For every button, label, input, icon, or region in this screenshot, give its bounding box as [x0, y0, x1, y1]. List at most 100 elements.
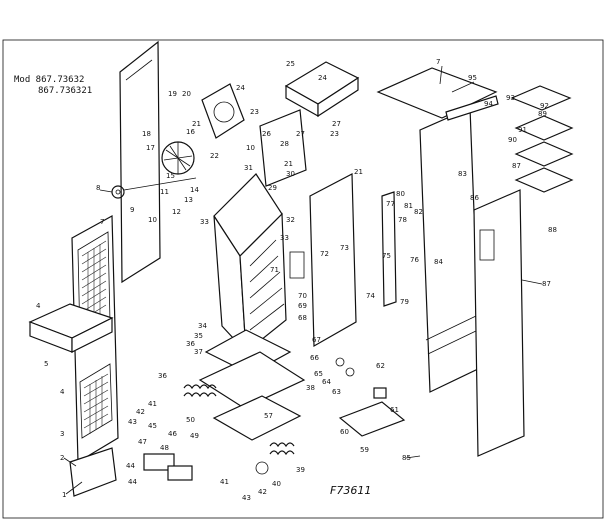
- callout: 2: [60, 454, 64, 462]
- callout: 42: [258, 488, 267, 496]
- callout: 36: [158, 372, 167, 380]
- callout: 21: [284, 160, 293, 168]
- callout: 40: [272, 480, 281, 488]
- callout: 93: [506, 94, 515, 102]
- igniter-assembly: [335, 357, 387, 399]
- callout: 17: [146, 144, 155, 152]
- burner-coil-right: [269, 442, 295, 456]
- callout: 88: [548, 226, 557, 234]
- callout: 20: [182, 90, 191, 98]
- callout: 26: [262, 130, 271, 138]
- callout: 41: [148, 400, 157, 408]
- callout: 41: [220, 478, 229, 486]
- callout: 45: [148, 422, 157, 430]
- left-side-panel: [119, 40, 161, 284]
- vent-strip: [445, 95, 499, 121]
- callout: 79: [400, 298, 409, 306]
- callout: 77: [386, 200, 395, 208]
- callout: 86: [470, 194, 479, 202]
- callout: 74: [366, 292, 375, 300]
- callout: 24: [318, 74, 327, 82]
- callout: 95: [468, 74, 477, 82]
- callout: 10: [148, 216, 157, 224]
- callout: 46: [168, 430, 177, 438]
- callout: 87: [512, 162, 521, 170]
- callout: 69: [298, 302, 307, 310]
- rear-center-panel: [289, 173, 357, 348]
- callout: 90: [508, 136, 517, 144]
- callout: 67: [312, 336, 321, 344]
- burner-coil-left: [183, 384, 217, 398]
- callout: 33: [280, 234, 289, 242]
- callout: 18: [142, 130, 151, 138]
- callout: 4: [36, 302, 41, 310]
- callout: 87: [542, 280, 551, 288]
- thin-divider-strip: [381, 191, 397, 307]
- callout: 43: [242, 494, 251, 502]
- callout: 3: [60, 430, 64, 438]
- callout: 75: [382, 252, 391, 260]
- callout: 66: [310, 354, 319, 362]
- callout: 76: [410, 256, 419, 264]
- leader-lines: [63, 65, 543, 495]
- callout: 30: [286, 170, 295, 178]
- callout: 10: [246, 144, 255, 152]
- callout: 65: [314, 370, 323, 378]
- callout: 94: [484, 100, 493, 108]
- callout: 62: [376, 362, 385, 370]
- callout: 57: [264, 412, 273, 420]
- callout: 34: [198, 322, 207, 330]
- callout: 84: [434, 258, 443, 266]
- callout: 25: [286, 60, 295, 68]
- callout: 44: [126, 462, 135, 470]
- callout: 5: [44, 360, 48, 368]
- model-number-line-2: 867.736321: [38, 86, 92, 96]
- callout: 24: [236, 84, 245, 92]
- callout: 1: [62, 491, 66, 499]
- burner-tray: [198, 351, 306, 441]
- callout: 4: [60, 388, 65, 396]
- upper-grille-mesh: [81, 240, 107, 334]
- callout: 42: [136, 408, 145, 416]
- callout: 13: [184, 196, 193, 204]
- callout: 19: [168, 90, 177, 98]
- lower-grille-mesh: [83, 373, 109, 434]
- callout: 27: [332, 120, 341, 128]
- callout: 72: [320, 250, 329, 258]
- callout: 22: [210, 152, 219, 160]
- callout: 36: [186, 340, 195, 348]
- callout: 8: [96, 184, 100, 192]
- callout: 48: [160, 444, 169, 452]
- callout: 14: [190, 186, 199, 194]
- lint-filter-tray: [28, 303, 114, 353]
- callout: 37: [194, 348, 203, 356]
- callout: 21: [192, 120, 201, 128]
- callout: 23: [330, 130, 339, 138]
- mounting-brackets: [510, 85, 574, 193]
- callout: 29: [268, 184, 277, 192]
- callout: 78: [398, 216, 407, 224]
- callout: 33: [200, 218, 209, 226]
- callout: 7: [100, 218, 104, 226]
- callout: 43: [128, 418, 137, 426]
- callout: 47: [138, 438, 147, 446]
- callout: 73: [340, 244, 349, 252]
- callout: 71: [270, 266, 279, 274]
- callout: 92: [540, 102, 549, 110]
- callout: 63: [332, 388, 341, 396]
- callout: 50: [186, 416, 195, 424]
- callout: 59: [360, 446, 369, 454]
- right-side-door-panel: [473, 189, 525, 457]
- callout: 11: [160, 188, 169, 196]
- callout: 12: [172, 208, 181, 216]
- callout: 81: [404, 202, 413, 210]
- callout: 28: [280, 140, 289, 148]
- callout: 82: [414, 208, 423, 216]
- callout: 49: [190, 432, 199, 440]
- inner-duct-frame: [259, 109, 307, 187]
- gas-valve-assembly: [143, 453, 269, 481]
- callout: 16: [186, 128, 195, 136]
- callout: 83: [458, 170, 467, 178]
- callout: 60: [340, 428, 349, 436]
